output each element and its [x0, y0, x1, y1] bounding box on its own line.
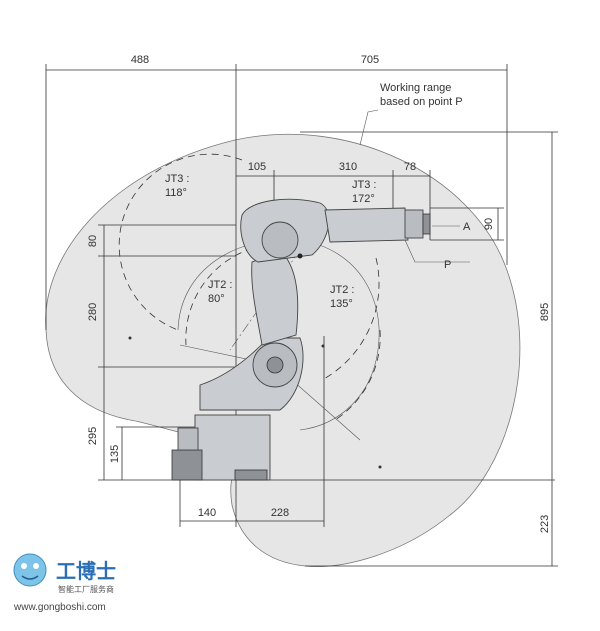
- dim-label-78: 78: [404, 161, 416, 173]
- jt3-right-arc: [321, 257, 380, 381]
- jt2-left-angle: 80°: [208, 293, 225, 305]
- jt3-right-name: JT3 :: [352, 179, 376, 191]
- connector-box: [171, 449, 203, 481]
- jt2-left-name: JT2 :: [208, 279, 232, 291]
- working-range-label-line2: based on point P: [380, 96, 463, 108]
- mascot-eye-icon: [21, 563, 27, 569]
- point-a-label: A: [463, 221, 471, 233]
- jt3-right-angle: 172°: [352, 193, 375, 205]
- mascot-icon: [13, 553, 47, 587]
- jt3-left-name: JT3 :: [165, 173, 189, 185]
- dim-label-223: 223: [539, 515, 551, 533]
- jt2-right-angle: 135°: [330, 298, 353, 310]
- marker-dot: [378, 465, 382, 469]
- watermark-logo: 工博士 智能工厂服务商 www.gongboshi.com: [13, 553, 116, 613]
- dim-label-295: 295: [87, 427, 99, 445]
- jt3-left-angle: 118°: [165, 187, 187, 199]
- dim-label-135: 135: [109, 445, 121, 463]
- marker-dot: [128, 336, 132, 340]
- working-range-leader: [359, 109, 379, 146]
- tool-flange: [422, 213, 431, 235]
- dim-label-105: 105: [248, 161, 266, 173]
- watermark-url: www.gongboshi.com: [13, 602, 106, 613]
- jt2-left-arc: [185, 243, 301, 346]
- jt2-right-arc: [334, 329, 381, 421]
- base-foot: [234, 469, 268, 481]
- point-p-center: [297, 253, 303, 259]
- mascot-smile-icon: [21, 575, 39, 580]
- jt2-right-name: JT2 :: [330, 284, 354, 296]
- dim-label-310: 310: [339, 161, 357, 173]
- inner-range-boundary: [177, 239, 380, 431]
- dim-label-280: 280: [87, 303, 99, 321]
- working-range-label-line1: Working range: [380, 82, 451, 94]
- dim-label-140: 140: [198, 507, 216, 519]
- dim-label-228: 228: [271, 507, 289, 519]
- dim-label-90: 90: [483, 218, 495, 230]
- joint3-cover: [261, 221, 299, 259]
- dim-label-705: 705: [361, 54, 379, 66]
- dim-label-895: 895: [539, 303, 551, 321]
- forearm: [324, 207, 409, 243]
- jt3-left-arc: [118, 153, 243, 331]
- joint2-axis: [266, 356, 284, 374]
- point-p-label: P: [444, 259, 451, 271]
- marker-dot: [321, 344, 325, 348]
- dim-label-80: 80: [87, 235, 99, 247]
- mascot-eye-icon: [33, 563, 39, 569]
- wrist: [404, 209, 424, 239]
- dim-label-488: 488: [131, 54, 149, 66]
- watermark-subtitle: 智能工厂服务商: [58, 584, 114, 594]
- watermark-brand: 工博士: [56, 559, 116, 583]
- point-p-leader: [404, 239, 470, 263]
- cable-port: [177, 427, 199, 451]
